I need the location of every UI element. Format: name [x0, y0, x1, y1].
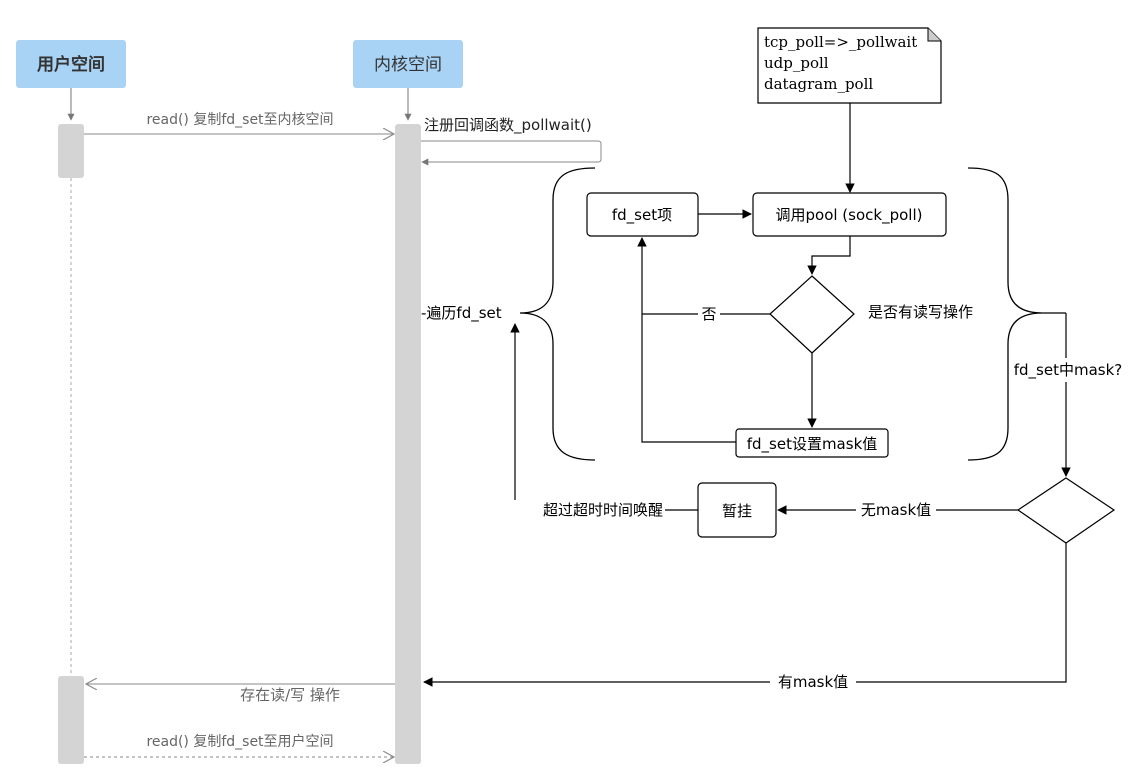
- rw-question-label: 是否有读写操作: [868, 303, 973, 321]
- lane-kernel-space: 内核空间: [353, 40, 463, 88]
- user-activation-top: [58, 124, 84, 178]
- suspend-label: 暂挂: [722, 502, 752, 520]
- user-activation-bottom: [58, 676, 84, 764]
- suspend-box: 暂挂: [697, 482, 777, 538]
- lane-kernel-space-label: 内核空间: [374, 55, 442, 75]
- mask-question-label: fd_set中mask?: [1014, 361, 1123, 380]
- traverse-label: -遍历fd_set: [421, 304, 502, 323]
- timeout-wake-label: 超过超时时间唤醒: [543, 501, 663, 519]
- no-branch: 否: [642, 304, 770, 324]
- lane-user-space: 用户空间: [16, 40, 126, 88]
- set-mask-box: fd_set设置mask值: [735, 428, 889, 458]
- call-pool-label: 调用pool (sock_poll): [776, 206, 923, 225]
- msg-rw-exists-label: 存在读/写 操作: [240, 686, 340, 704]
- note-line-3: datagram_poll: [764, 75, 873, 93]
- no-label: 否: [701, 305, 716, 323]
- note-line-1: tcp_poll=>_pollwait: [764, 33, 917, 51]
- mask-decision-diamond: [1016, 477, 1116, 544]
- no-mask-label: 无mask值: [861, 501, 931, 519]
- call-pool-box: 调用pool (sock_poll): [752, 192, 947, 237]
- msg-register-callback: 注册回调函数_pollwait(): [421, 116, 602, 166]
- msg-rw-exists: 存在读/写 操作: [86, 684, 395, 704]
- msg-read-to-user: read() 复制fd_set至用户空间: [84, 733, 394, 757]
- msg-register-callback-label: 注册回调函数_pollwait(): [424, 116, 592, 135]
- rw-decision-diamond: [769, 275, 855, 354]
- note-line-2: udp_poll: [764, 54, 829, 72]
- right-brace: [967, 167, 1043, 461]
- msg-read-to-kernel: read() 复制fd_set至内核空间: [84, 111, 394, 134]
- lane-user-space-label: 用户空间: [37, 54, 105, 75]
- set-mask-label: fd_set设置mask值: [747, 435, 878, 454]
- kernel-activation: [395, 124, 421, 764]
- msg-read-to-kernel-label: read() 复制fd_set至内核空间: [146, 111, 333, 128]
- fd-set-item-box: fd_set项: [586, 192, 699, 237]
- note-poll-functions: tcp_poll=>_pollwait udp_poll datagram_po…: [757, 27, 942, 104]
- has-mask-label: 有mask值: [778, 673, 848, 691]
- fd-set-item-label: fd_set项: [612, 206, 672, 225]
- msg-read-to-user-label: read() 复制fd_set至用户空间: [146, 733, 333, 750]
- left-brace: [519, 167, 596, 461]
